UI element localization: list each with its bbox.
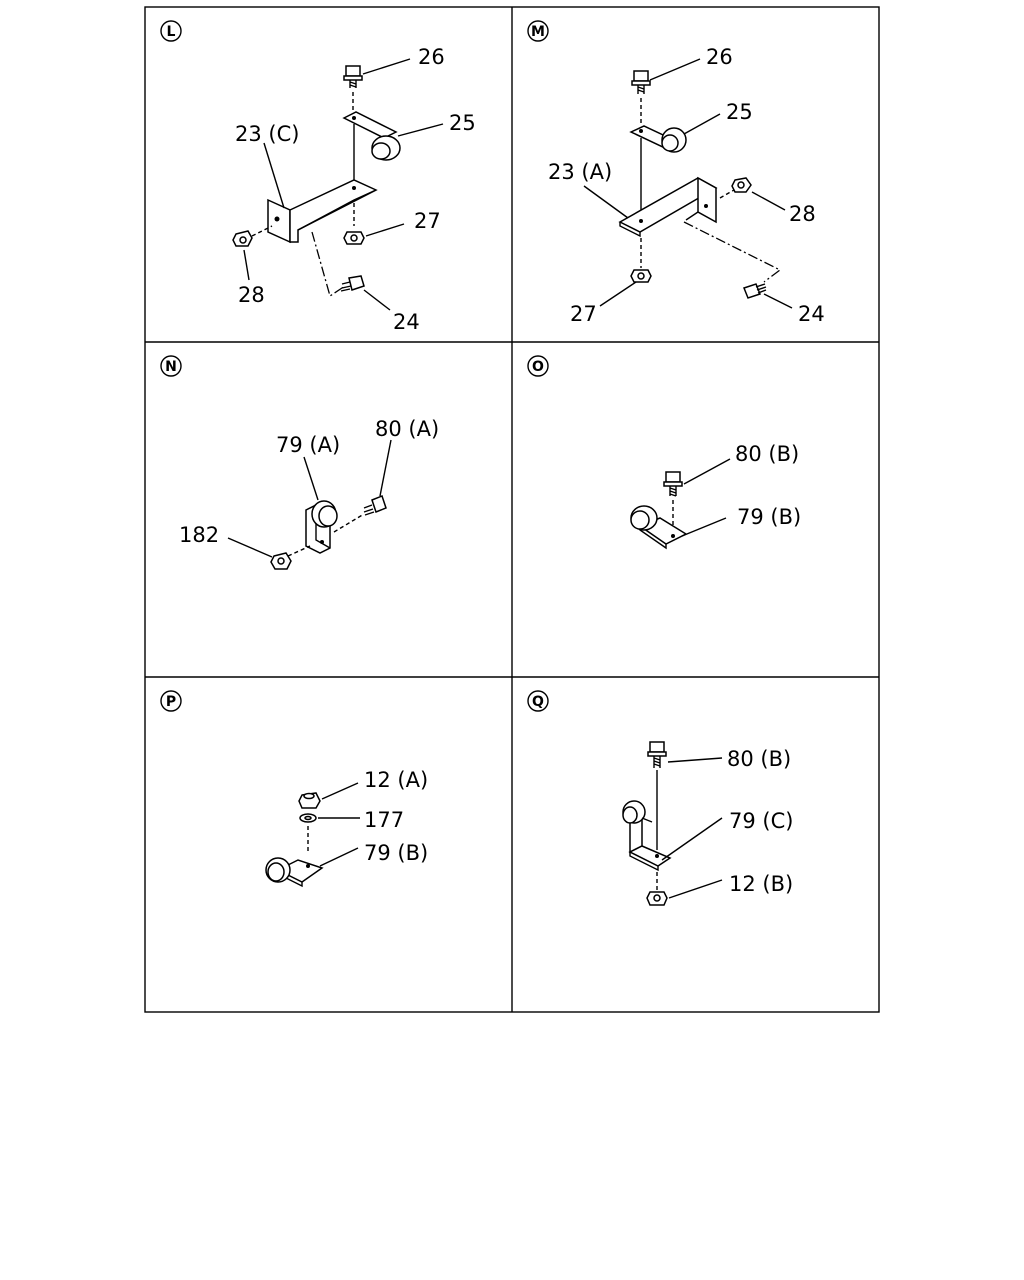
callout-l-28: 28 <box>238 283 265 307</box>
panel-marker-q: Q <box>527 690 549 712</box>
nut-182-n <box>270 552 292 570</box>
leaders-n <box>227 439 392 558</box>
nut-27-m <box>630 269 652 283</box>
nut-12a-p <box>298 792 321 809</box>
panel-p: P 12 (A) 177 79 (B) <box>160 690 428 888</box>
leaders-o <box>681 458 731 537</box>
nut-28-l <box>232 230 253 247</box>
callout-q-80b: 80 (B) <box>727 747 791 771</box>
callout-m-26: 26 <box>706 45 733 69</box>
callout-n-79a: 79 (A) <box>276 433 340 457</box>
callout-l-23c: 23 (C) <box>235 122 299 146</box>
clip-79c-q <box>622 800 672 872</box>
bolt-80a-n <box>363 495 387 516</box>
bolt-24-l <box>340 275 365 292</box>
clip-79b-p <box>265 857 324 888</box>
callout-p-177: 177 <box>364 808 404 832</box>
callout-m-25: 25 <box>726 100 753 124</box>
clip-79b-o <box>630 505 688 550</box>
bolt-80b-q <box>647 741 667 768</box>
clip-25-l <box>342 111 401 161</box>
leaders-m <box>583 58 793 309</box>
leaders-p <box>318 782 360 867</box>
callout-n-182: 182 <box>179 523 219 547</box>
panel-marker-m: M <box>527 20 549 42</box>
panel-m: M <box>527 20 825 326</box>
svg-text:Q: Q <box>532 694 544 710</box>
callout-m-27: 27 <box>570 302 597 326</box>
callout-q-12b: 12 (B) <box>729 872 793 896</box>
callout-p-79b: 79 (B) <box>364 841 428 865</box>
callout-l-25: 25 <box>449 111 476 135</box>
panel-marker-o: O <box>527 355 549 377</box>
clip-79a-n <box>305 500 338 554</box>
bracket-23c-l <box>267 179 378 244</box>
callout-m-24: 24 <box>798 302 825 326</box>
callout-q-79c: 79 (C) <box>729 809 793 833</box>
callout-l-24: 24 <box>393 310 420 334</box>
callout-n-80a: 80 (A) <box>375 417 439 441</box>
callout-o-79b: 79 (B) <box>737 505 801 529</box>
bolt-26-l <box>343 65 363 88</box>
panel-grid <box>144 6 880 1013</box>
washer-177-p <box>299 813 317 823</box>
svg-text:L: L <box>167 24 176 40</box>
callout-m-28: 28 <box>789 202 816 226</box>
callout-m-23a: 23 (A) <box>548 160 612 184</box>
nut-28-m <box>731 177 752 193</box>
svg-text:P: P <box>166 694 176 710</box>
bolt-24-m <box>743 283 767 299</box>
panel-n: N 79 (A) 80 (A) 182 <box>160 355 439 570</box>
svg-text:O: O <box>532 359 544 375</box>
svg-text:N: N <box>165 359 177 375</box>
leaders-q <box>661 757 723 899</box>
panel-marker-p: P <box>160 690 182 712</box>
bolt-80b-o <box>663 471 683 497</box>
clip-25-m <box>629 125 687 153</box>
panel-marker-n: N <box>160 355 182 377</box>
panel-o: O 80 (B) 79 (B) <box>527 355 801 550</box>
panel-marker-l: L <box>160 20 182 42</box>
callout-p-12a: 12 (A) <box>364 768 428 792</box>
leaders-l <box>243 58 444 311</box>
callout-l-26: 26 <box>418 45 445 69</box>
svg-text:M: M <box>531 24 545 40</box>
nut-12b-q <box>646 891 668 906</box>
callout-l-27: 27 <box>414 209 441 233</box>
nut-27-l <box>343 231 365 245</box>
bolt-26-m <box>631 70 651 94</box>
panel-l: L <box>160 20 476 334</box>
panel-q: Q 80 (B) <box>527 690 793 906</box>
bracket-23a-m <box>618 176 718 238</box>
callout-o-80b: 80 (B) <box>735 442 799 466</box>
